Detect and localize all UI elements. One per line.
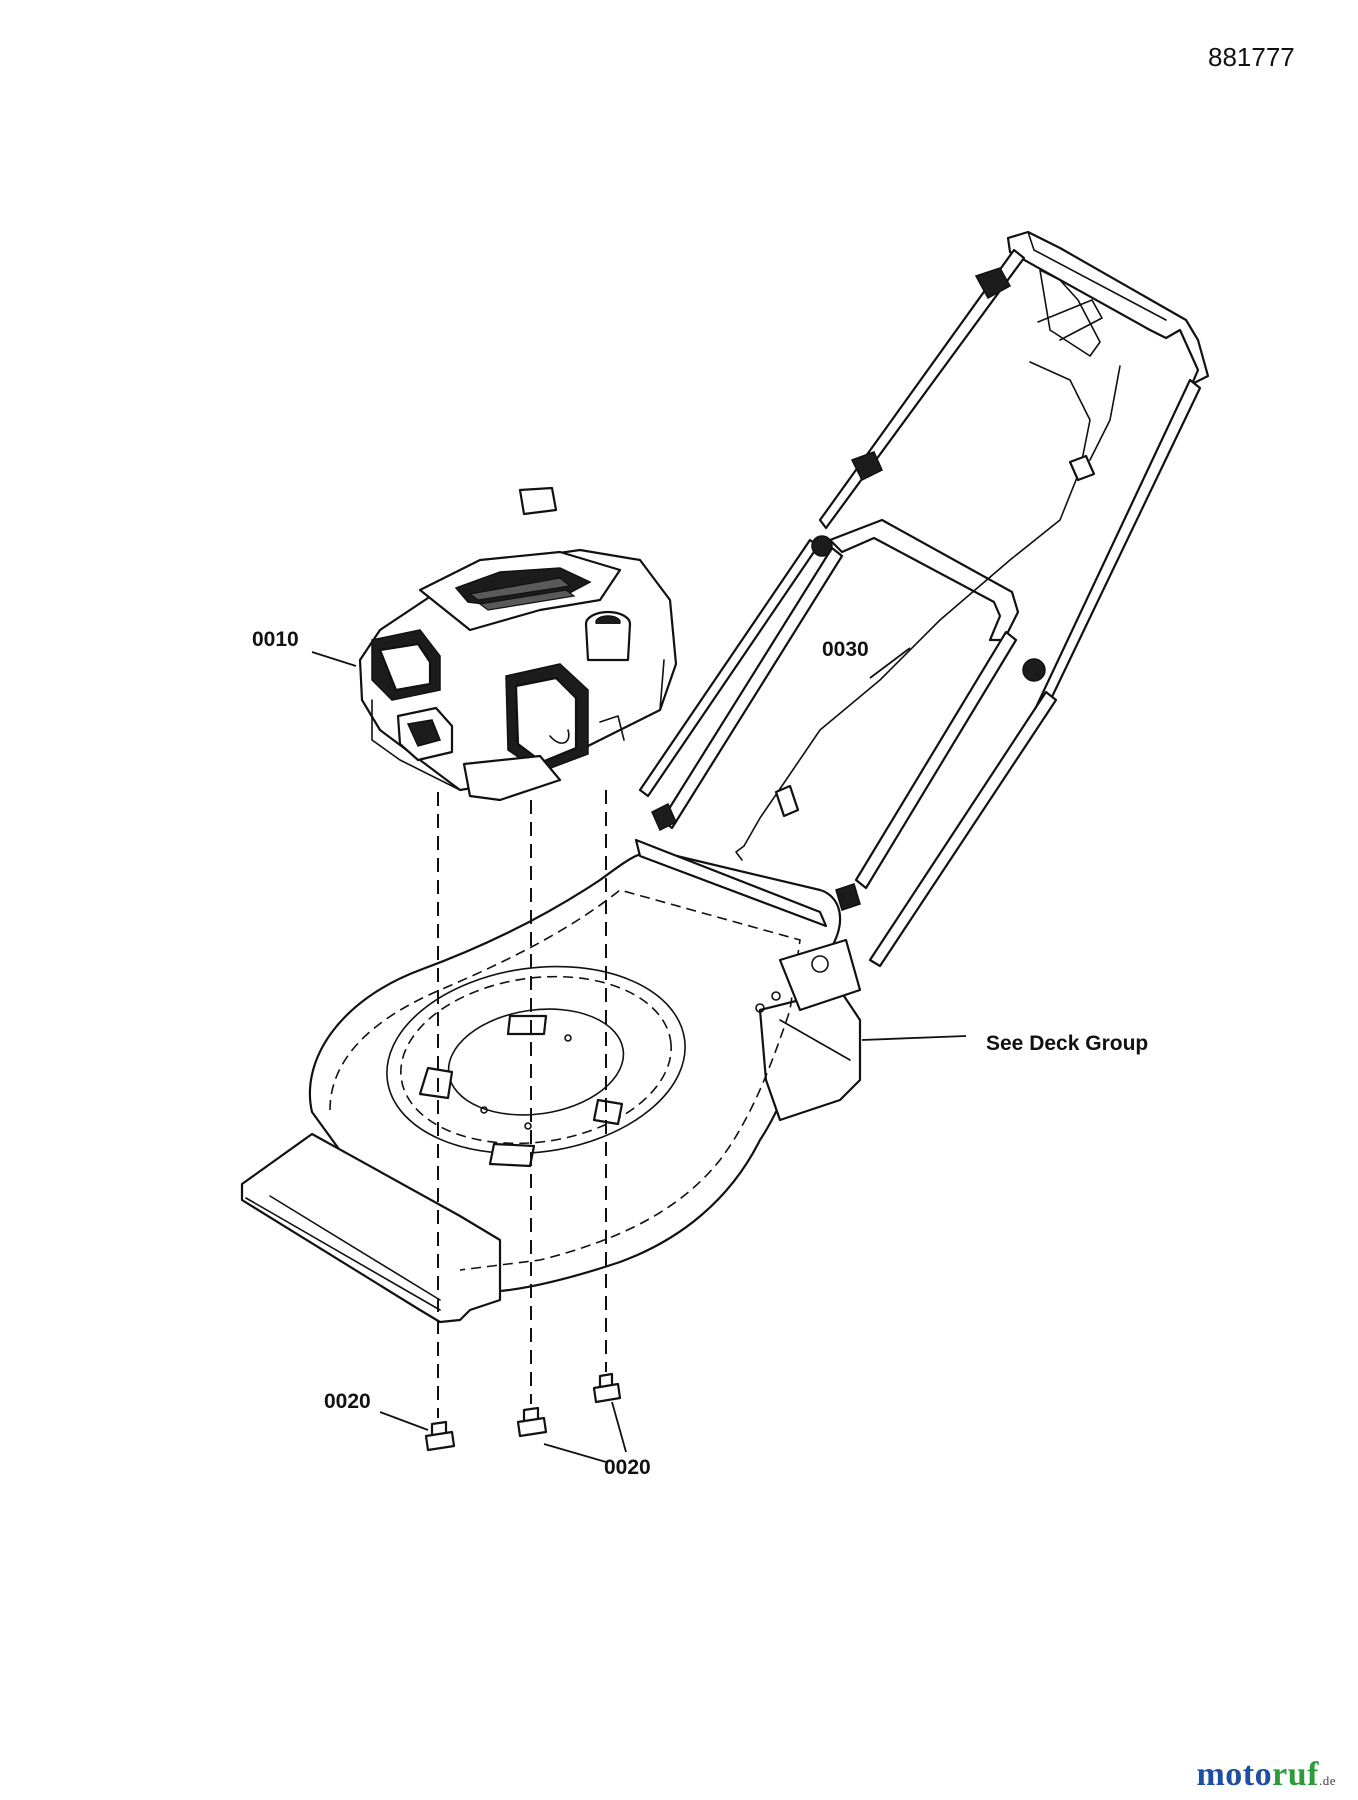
callout-bolt-left: 0020 xyxy=(324,1390,371,1413)
bolt-right xyxy=(592,1372,622,1404)
leader-deck xyxy=(861,1035,967,1041)
callout-engine: 0010 xyxy=(252,628,299,651)
engine-assembly xyxy=(358,486,678,802)
mower-deck xyxy=(240,838,862,1324)
leader-engine xyxy=(311,651,357,667)
watermark-part1: moto xyxy=(1196,1756,1273,1793)
watermark-part2: ruf xyxy=(1272,1756,1319,1793)
leader-bolt-left xyxy=(379,1411,429,1431)
watermark-logo: motoruf.de xyxy=(1196,1756,1336,1794)
diagram-number: 881777 xyxy=(1208,42,1295,72)
bolt-left xyxy=(424,1420,456,1452)
handle-assembly xyxy=(638,230,1210,968)
callout-cable: 0030 xyxy=(822,638,869,661)
leader-bolt-center xyxy=(543,1443,607,1463)
leader-bolt-right xyxy=(611,1401,627,1453)
callout-deck-reference: See Deck Group xyxy=(986,1032,1148,1055)
leader-cable xyxy=(869,647,911,679)
control-cable xyxy=(735,361,1121,861)
watermark-suffix: .de xyxy=(1318,1773,1336,1788)
bolt-center xyxy=(516,1406,548,1438)
callout-bolt-right: 0020 xyxy=(604,1456,651,1479)
